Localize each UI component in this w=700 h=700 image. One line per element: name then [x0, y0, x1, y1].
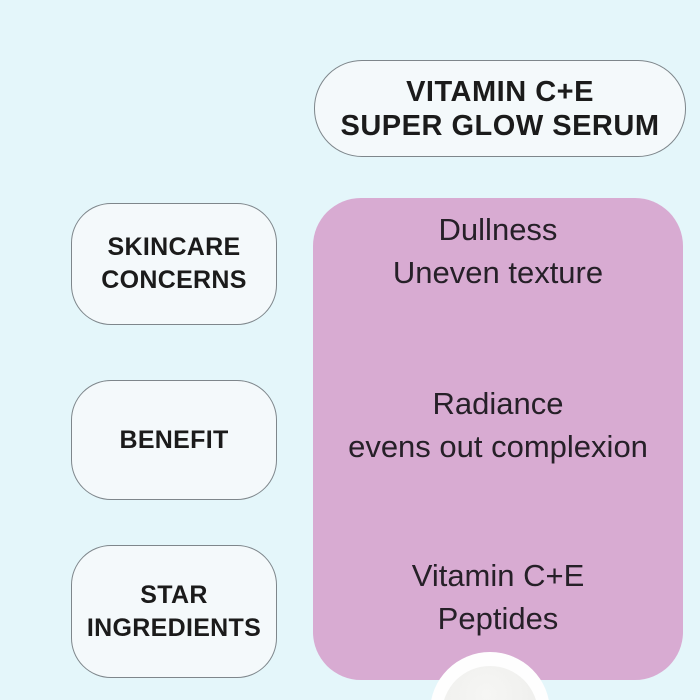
value-star-ingredients: Vitamin C+E Peptides	[313, 554, 683, 640]
value-concerns-line2: Uneven texture	[392, 255, 604, 290]
value-ingredients-line2: Peptides	[437, 601, 559, 636]
product-title-line1: VITAMIN C+E	[406, 75, 594, 108]
product-values-panel: Dullness Uneven texture Radiance evens o…	[313, 198, 683, 680]
value-benefit: Radiance evens out complexion	[313, 382, 683, 468]
label-card-benefit: BENEFIT	[71, 380, 277, 500]
value-skincare-concerns: Dullness Uneven texture	[313, 208, 683, 294]
label-skincare-concerns-line2: CONCERNS	[101, 266, 247, 294]
value-concerns-line1: Dullness	[438, 212, 558, 247]
label-card-skincare-concerns: SKINCARE CONCERNS	[71, 203, 277, 325]
value-benefit-line2: evens out complexion	[348, 429, 648, 464]
label-card-star-ingredients: STAR INGREDIENTS	[71, 545, 277, 678]
label-star-ingredients-line1: STAR	[140, 580, 208, 609]
label-benefit-line1: BENEFIT	[119, 425, 229, 454]
label-star-ingredients-line2: INGREDIENTS	[86, 613, 262, 642]
value-ingredients-line1: Vitamin C+E	[411, 558, 585, 593]
value-benefit-line1: Radiance	[432, 386, 564, 421]
product-title-line2: SUPER GLOW SERUM	[340, 109, 660, 142]
product-title-pill: VITAMIN C+E SUPER GLOW SERUM	[314, 60, 686, 157]
label-skincare-concerns-line1: SKINCARE	[107, 233, 241, 261]
